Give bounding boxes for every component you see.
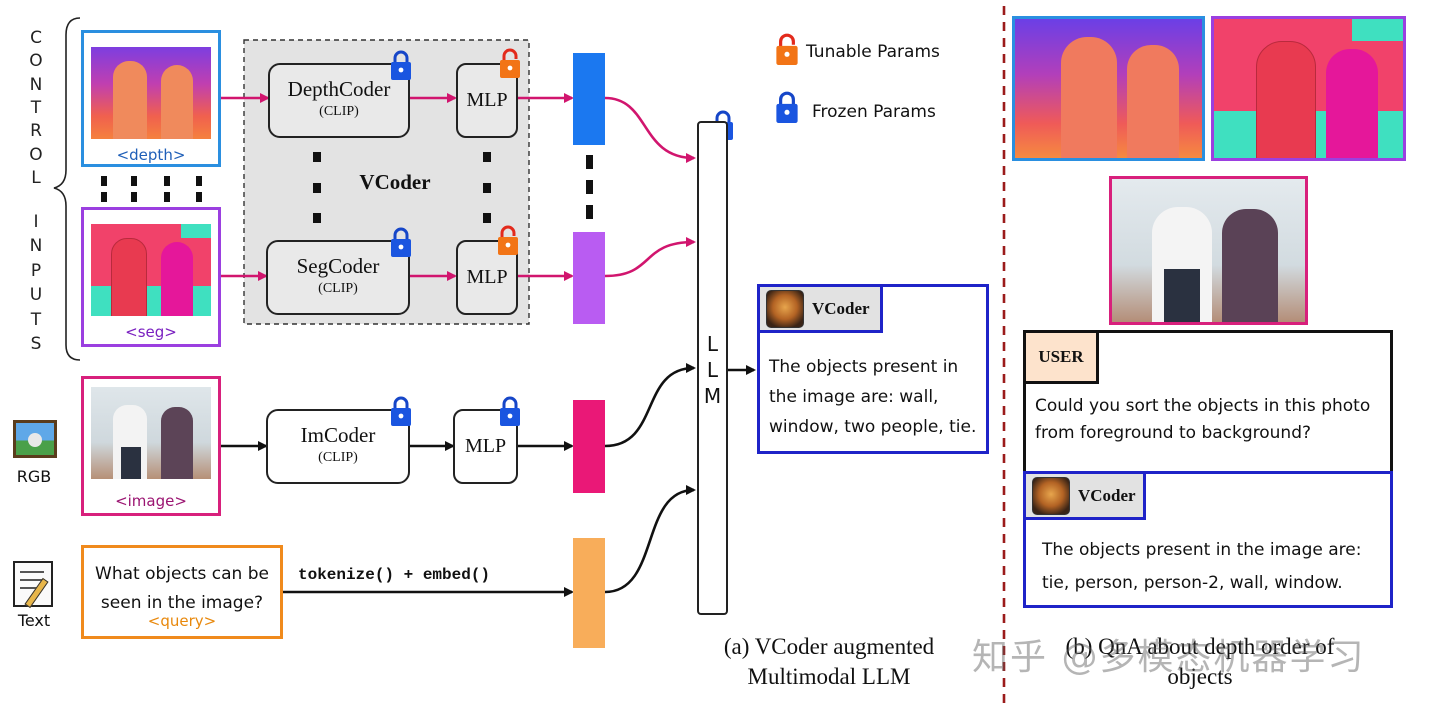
output-speaker-name: VCoder (812, 298, 870, 318)
rgb-label: RGB (16, 467, 52, 486)
inputs-letter: T (30, 309, 42, 330)
control-brace (53, 17, 81, 361)
image-token-bar (573, 400, 605, 493)
group-ellipsis (313, 152, 491, 223)
llm-letter: L (706, 358, 719, 382)
control-letter: O (29, 144, 43, 165)
seg-map-large (1211, 16, 1406, 161)
bot-speaker-tag: VCoder (1026, 474, 1146, 520)
legend-tunable: Tunable Params (806, 42, 940, 62)
user-tag: USER (1026, 333, 1099, 384)
inputs-letter: U (29, 285, 43, 306)
tokenize-label: tokenize() + embed() (298, 566, 491, 584)
depth-token-bar (573, 53, 605, 145)
control-letter: T (30, 97, 42, 118)
inputs-label: I N P U T S (26, 212, 46, 354)
llm-block: L L M (697, 121, 728, 615)
seg-token-bar (573, 232, 605, 324)
depthcoder-title: DepthCoder (287, 77, 391, 101)
inputs-letter: P (30, 260, 42, 281)
frozen-lock-icon (391, 50, 411, 80)
caption-a-line: (a) VCoder augmented (723, 634, 935, 659)
frozen-lock-icon (391, 396, 411, 426)
inputs-letter: N (29, 236, 43, 257)
caption-a: (a) VCoder augmented Multimodal LLM (700, 632, 958, 692)
seg-map-image (91, 224, 211, 316)
depth-tag: <depth> (116, 146, 186, 164)
seg-input-frame: <seg> (81, 207, 221, 347)
tunable-lock-icon (500, 48, 520, 78)
rgb-photo (91, 387, 211, 479)
tunable-lock-icon (776, 33, 798, 65)
control-letter: L (31, 167, 41, 188)
depth-map-image (91, 47, 211, 139)
seg-tag: <seg> (125, 323, 177, 341)
text-icon (13, 561, 53, 609)
tunable-lock-icon (498, 225, 518, 255)
segcoder-module: SegCoder (CLIP) (266, 240, 410, 315)
depth-map-large (1012, 16, 1205, 161)
bot-speaker-name: VCoder (1078, 485, 1136, 505)
output-text: The objects present in the image are: wa… (769, 357, 977, 437)
text-label: Text (17, 611, 51, 630)
caption-b-line: objects (1167, 664, 1233, 689)
control-letter: O (29, 51, 43, 72)
output-box: VCoder The objects present in the image … (757, 284, 989, 454)
vcoder-avatar-icon (766, 289, 804, 328)
imcoder-title: ImCoder (300, 423, 376, 447)
caption-a-line: Multimodal LLM (747, 664, 911, 689)
llm-label: L L M (699, 331, 726, 409)
query-token-bar (573, 538, 605, 648)
inputs-letter: S (30, 333, 42, 354)
query-tag: <query> (147, 612, 217, 630)
image-tag: <image> (115, 492, 187, 510)
depth-input-frame: <depth> (81, 30, 221, 167)
output-speaker-tag: VCoder (760, 287, 883, 333)
query-box: What objects can be seen in the image? <… (81, 545, 283, 639)
caption-b-line: (b) QnA about depth order of (1065, 634, 1335, 659)
control-letter: C (30, 28, 42, 48)
rgb-photo-large (1109, 176, 1308, 325)
watermark: 知乎 @多模态机器学习 (972, 637, 1366, 678)
control-letter: N (29, 74, 43, 95)
bot-response-box: VCoder The objects present in the image … (1023, 471, 1393, 608)
segcoder-title: SegCoder (296, 254, 380, 278)
rgb-icon (13, 420, 57, 458)
frozen-lock-icon (500, 396, 520, 426)
depthcoder-module: DepthCoder (CLIP) (268, 63, 410, 138)
segcoder-sub: (CLIP) (318, 281, 358, 296)
inputs-ellipsis (101, 176, 202, 202)
frozen-lock-icon (391, 227, 411, 257)
llm-letter: M (703, 384, 722, 408)
user-message-box: USER Could you sort the objects in this … (1023, 330, 1393, 482)
frozen-lock-icon (776, 91, 798, 123)
control-label: C O N T R O L (26, 28, 46, 188)
user-text: Could you sort the objects in this photo… (1035, 396, 1371, 443)
caption-b: (b) QnA about depth order of objects (1030, 632, 1370, 692)
llm-letter: L (706, 332, 719, 356)
imcoder-module: ImCoder (CLIP) (266, 409, 410, 484)
vcoder-avatar-icon (1032, 476, 1070, 515)
depthcoder-sub: (CLIP) (319, 104, 359, 119)
inputs-letter: I (33, 212, 39, 232)
query-text: What objects can be seen in the image? (95, 564, 269, 613)
legend-frozen: Frozen Params (812, 102, 936, 122)
bot-text: The objects present in the image are: ti… (1042, 540, 1362, 593)
bars-ellipsis (586, 155, 593, 219)
imcoder-sub: (CLIP) (318, 450, 358, 465)
control-letter: R (30, 121, 42, 142)
vcoder-group-label: VCoder (359, 170, 431, 194)
image-input-frame: <image> (81, 376, 221, 516)
